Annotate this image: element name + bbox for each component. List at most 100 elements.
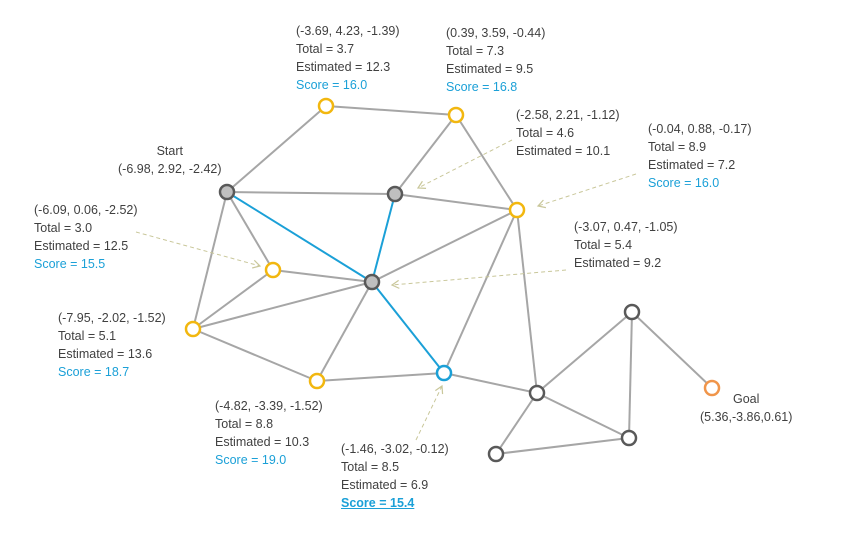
n9-estimated: Estimated = 6.9 — [341, 478, 429, 492]
n4-coords: (-0.04, 0.88, -0.17) — [648, 122, 752, 136]
node-n9 — [435, 364, 453, 382]
edge-n3-n4 — [394, 193, 518, 211]
n8-coords: (-4.82, -3.39, -1.52) — [215, 399, 323, 413]
edge-n2-n3 — [394, 114, 457, 195]
edge-n3-n6-path — [371, 193, 396, 283]
n6-estimated: Estimated = 9.2 — [574, 256, 662, 270]
label-n1: (-3.69, 4.23, -1.39) Total = 3.7 Estimat… — [296, 22, 400, 94]
n8-estimated: Estimated = 10.3 — [215, 435, 310, 449]
nodes-layer — [184, 97, 721, 463]
node-start — [218, 183, 236, 201]
n1-estimated: Estimated = 12.3 — [296, 60, 391, 74]
label-goal: Goal (5.36,-3.86,0.61) — [700, 390, 792, 426]
node-n13 — [487, 445, 505, 463]
edge-n6-n4 — [371, 209, 518, 283]
n7-total: Total = 5.1 — [58, 329, 117, 343]
node-n12 — [620, 429, 638, 447]
label-n5: (-6.09, 0.06, -2.52) Total = 3.0 Estimat… — [34, 201, 138, 273]
node-n8 — [308, 372, 326, 390]
annotation-arrow-n3 — [416, 139, 513, 189]
n5-coords: (-6.09, 0.06, -2.52) — [34, 203, 138, 217]
start-coords: (-6.98, 2.92, -2.42) — [118, 162, 222, 176]
n1-score: Score = 16.0 — [296, 78, 368, 92]
label-n8: (-4.82, -3.39, -1.52) Total = 8.8 Estima… — [215, 397, 323, 469]
n8-total: Total = 8.8 — [215, 417, 274, 431]
node-n5 — [264, 261, 282, 279]
edge-n6-n9-path — [371, 281, 445, 374]
n2-total: Total = 7.3 — [446, 44, 505, 58]
edge-start-n6-path — [226, 191, 373, 283]
edge-n11-goal — [631, 311, 713, 389]
n2-coords: (0.39, 3.59, -0.44) — [446, 26, 546, 40]
label-n2: (0.39, 3.59, -0.44) Total = 7.3 Estimate… — [446, 24, 545, 96]
n3-coords: (-2.58, 2.21, -1.12) — [516, 108, 620, 122]
edge-start-n3 — [226, 191, 396, 195]
n7-score: Score = 18.7 — [58, 365, 130, 379]
n9-score: Score = 15.4 — [341, 496, 415, 510]
n7-coords: (-7.95, -2.02, -1.52) — [58, 311, 166, 325]
annotation-arrow-n6 — [390, 269, 567, 289]
node-n4 — [508, 201, 526, 219]
node-n2 — [447, 106, 465, 124]
edge-n8-n9 — [316, 372, 445, 382]
goal-coords: (5.36,-3.86,0.61) — [700, 410, 793, 424]
n1-coords: (-3.69, 4.23, -1.39) — [296, 24, 400, 38]
edge-n5-n6 — [272, 269, 373, 283]
n4-estimated: Estimated = 7.2 — [648, 158, 736, 172]
edge-n7-n6 — [192, 281, 373, 330]
n4-total: Total = 8.9 — [648, 140, 707, 154]
node-n11 — [623, 303, 641, 321]
node-goal — [703, 379, 721, 397]
edge-n10-n13 — [495, 392, 538, 455]
goal-title: Goal — [733, 392, 760, 406]
annotation-arrow-n5 — [135, 231, 262, 269]
edge-n5-n7 — [192, 269, 274, 330]
n1-total: Total = 3.7 — [296, 42, 355, 56]
edge-n12-n13 — [495, 437, 630, 455]
n4-score: Score = 16.0 — [648, 176, 720, 190]
n2-estimated: Estimated = 9.5 — [446, 62, 534, 76]
n9-coords: (-1.46, -3.02, -0.12) — [341, 442, 449, 456]
edge-n10-n11 — [536, 311, 633, 394]
n9-total: Total = 8.5 — [341, 460, 400, 474]
n3-total: Total = 4.6 — [516, 126, 575, 140]
n5-total: Total = 3.0 — [34, 221, 93, 235]
arrows-layer — [135, 139, 637, 441]
edge-n11-n12 — [628, 311, 633, 439]
n3-estimated: Estimated = 10.1 — [516, 144, 611, 158]
node-n10 — [528, 384, 546, 402]
label-start: Start (-6.98, 2.92, -2.42) — [118, 142, 222, 178]
n5-score: Score = 15.5 — [34, 257, 106, 271]
label-n6: (-3.07, 0.47, -1.05) Total = 5.4 Estimat… — [574, 218, 678, 272]
edge-n9-n10 — [443, 372, 538, 394]
n6-coords: (-3.07, 0.47, -1.05) — [574, 220, 678, 234]
edge-n4-n10 — [516, 209, 538, 394]
edge-n4-n9 — [443, 209, 518, 374]
annotation-arrow-n9 — [415, 384, 444, 441]
label-n7: (-7.95, -2.02, -1.52) Total = 5.1 Estima… — [58, 309, 166, 381]
node-n6 — [363, 273, 381, 291]
start-title: Start — [156, 144, 183, 158]
edge-start-n5 — [226, 191, 274, 271]
edge-n7-n8 — [192, 328, 318, 382]
label-n3: (-2.58, 2.21, -1.12) Total = 4.6 Estimat… — [516, 106, 620, 160]
edge-start-n7 — [192, 191, 228, 330]
n2-score: Score = 16.8 — [446, 80, 518, 94]
edge-n1-n2 — [325, 105, 457, 116]
edge-n2-n4 — [455, 114, 518, 211]
n5-estimated: Estimated = 12.5 — [34, 239, 129, 253]
node-n1 — [317, 97, 335, 115]
n6-total: Total = 5.4 — [574, 238, 633, 252]
annotation-arrow-n4 — [536, 173, 637, 209]
node-n7 — [184, 320, 202, 338]
edge-start-n1 — [226, 105, 327, 193]
node-n3 — [386, 185, 404, 203]
edge-n6-n8 — [316, 281, 373, 382]
edges-layer — [192, 105, 713, 455]
label-n9: (-1.46, -3.02, -0.12) Total = 8.5 Estima… — [341, 440, 449, 512]
label-n4: (-0.04, 0.88, -0.17) Total = 8.9 Estimat… — [648, 120, 752, 192]
edge-n10-n12 — [536, 392, 630, 439]
n8-score: Score = 19.0 — [215, 453, 287, 467]
n7-estimated: Estimated = 13.6 — [58, 347, 153, 361]
